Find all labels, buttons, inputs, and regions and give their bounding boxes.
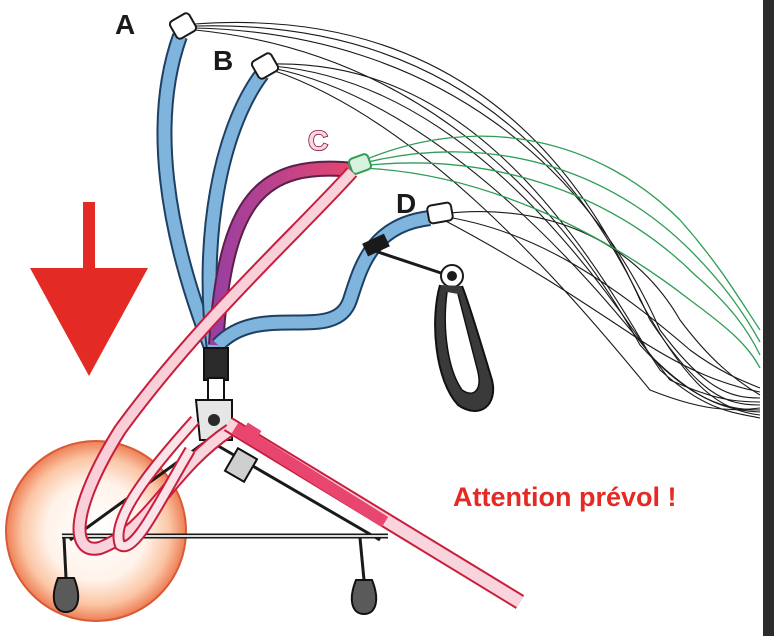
riser-label-c: C xyxy=(308,125,328,156)
down-arrow-icon xyxy=(30,202,148,376)
warning-text: Attention prévol ! xyxy=(453,482,677,512)
riser-label-d: D xyxy=(396,188,416,219)
suspension-lines-black xyxy=(194,22,761,419)
riser-connectors xyxy=(168,12,454,225)
suspension-lines-green xyxy=(359,135,761,369)
frame-edge xyxy=(762,0,774,636)
riser-label-a: A xyxy=(115,9,135,40)
speed-bar-grips xyxy=(52,446,378,616)
riser-label-b: B xyxy=(213,45,233,76)
speed-bar-strap xyxy=(72,167,525,609)
frame-edge-inner xyxy=(760,0,763,636)
riser-straps xyxy=(156,33,432,353)
brake-handle xyxy=(362,233,495,412)
